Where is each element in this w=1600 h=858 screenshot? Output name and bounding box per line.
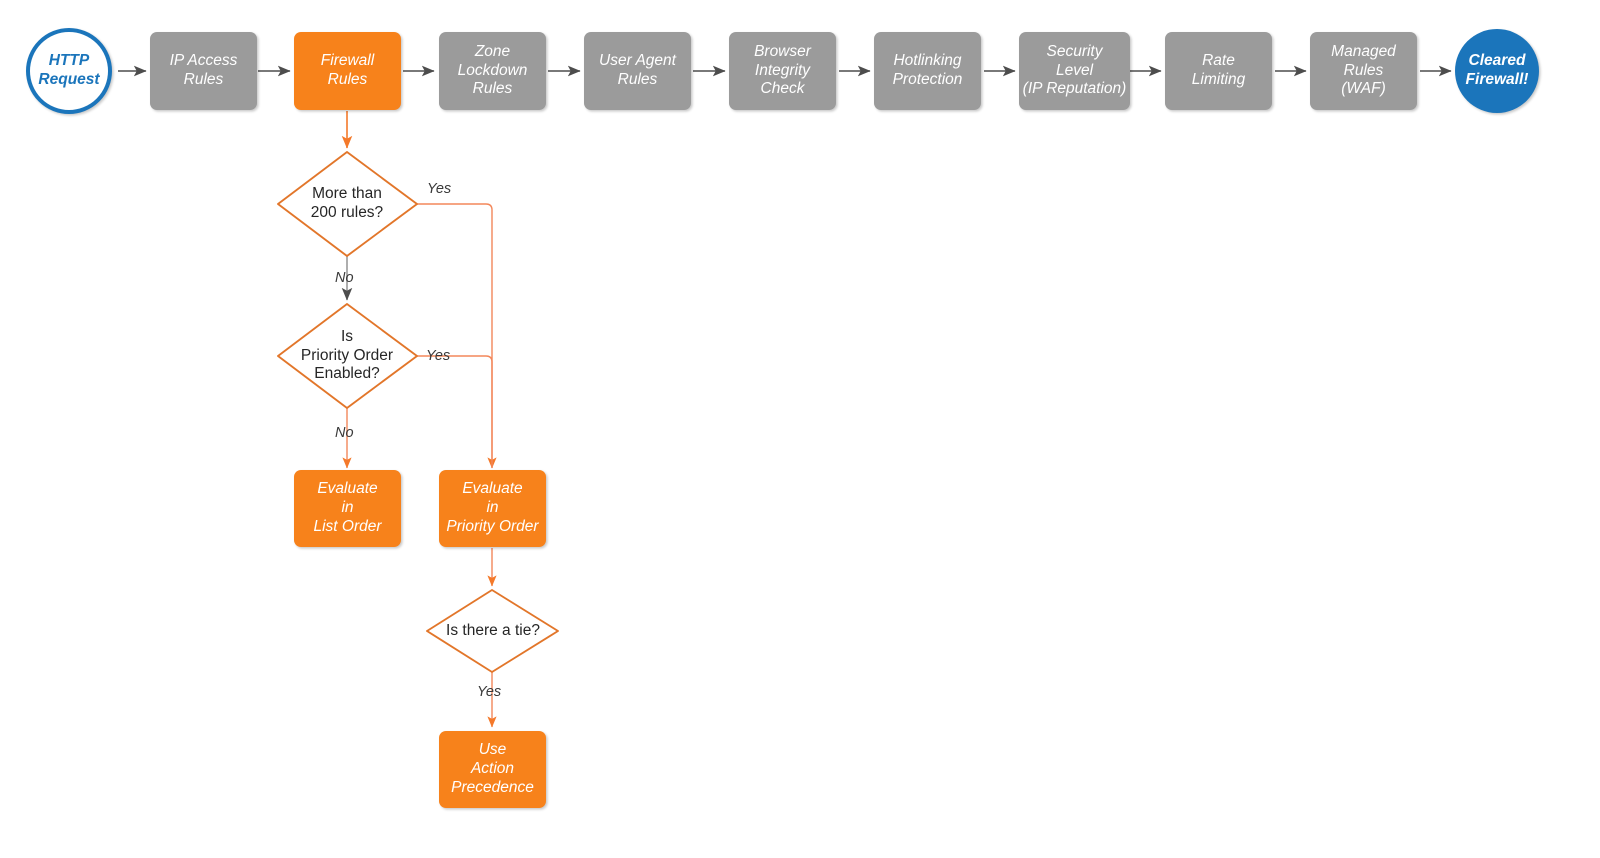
edge-label-no-more-than-200: No [335,270,354,286]
node-line: (IP Reputation) [1022,80,1127,98]
node-zone-lockdown-rules[interactable]: Zone Lockdown Rules [439,32,546,110]
node-line: Level [1055,61,1094,79]
node-ip-access-rules[interactable]: IP Access Rules [150,32,257,110]
node-line: Rules [472,80,513,98]
node-evaluate-in-priority-order[interactable]: Evaluate in Priority Order [439,470,546,547]
node-line: Hotlinking [893,52,962,70]
node-line: Security [1046,42,1103,60]
node-line: Rules [1343,61,1384,79]
node-line: Enabled? [314,365,380,383]
node-line: Request [38,71,100,88]
node-line: in [341,499,354,517]
node-line: Is [340,328,354,346]
node-line: Rules [617,71,658,88]
decision-text: Is there a tie? [446,622,540,641]
decision-text: More than 200 rules? [311,185,383,222]
node-zone-lockdown-rules-label: Zone Lockdown Rules [458,43,528,100]
node-cleared-firewall[interactable]: Cleared Firewall! [1455,29,1539,113]
node-http-request[interactable]: HTTP Request [26,28,112,114]
node-line: Lockdown [457,61,528,79]
node-line: HTTP [48,52,90,70]
decision-shape-is-there-a-tie [426,589,559,673]
node-line: (WAF) [1341,80,1386,98]
node-line: Use [478,741,507,759]
node-line: IP Access [169,52,238,70]
node-line: Browser [754,42,811,60]
node-line: Rate [1202,52,1235,70]
node-line: Priority Order [446,517,539,535]
node-user-agent-rules[interactable]: User Agent Rules [584,32,691,110]
decision-more-than-200-rules[interactable]: More than 200 rules? [283,174,411,234]
node-evaluate-in-list-order-label: Evaluate in List Order [313,480,381,537]
node-line: User Agent [599,52,676,70]
node-browser-integrity-check[interactable]: Browser Integrity Check [729,32,836,110]
node-browser-integrity-check-label: Browser Integrity Check [754,43,811,100]
edge-label-yes-is-there-a-tie: Yes [477,684,502,700]
node-line: Is there a tie? [446,621,540,639]
node-line: List Order [313,517,382,535]
node-use-action-precedence[interactable]: Use Action Precedence [439,731,546,808]
node-hotlinking-protection[interactable]: Hotlinking Protection [874,32,981,110]
node-managed-rules-waf-label: Managed Rules (WAF) [1331,43,1396,100]
node-line: Cleared [1468,52,1526,70]
node-line: Action [470,760,515,778]
node-line: Priority Order [300,346,394,364]
node-line: Zone [474,42,511,60]
node-ip-access-rules-label: IP Access Rules [170,52,238,90]
node-line: Firewall [320,52,375,70]
decision-is-there-a-tie[interactable]: Is there a tie? [427,614,559,648]
decision-text: Is Priority Order Enabled? [301,328,393,384]
node-http-request-label: HTTP Request [38,52,99,90]
node-line: Firewall! [1465,71,1529,88]
node-line: Integrity [754,61,811,79]
node-line: Evaluate [462,480,523,498]
node-line: More than [312,185,382,203]
node-line: Check [760,80,805,98]
node-evaluate-in-priority-order-label: Evaluate in Priority Order [446,480,538,537]
node-line: Managed [1331,42,1396,60]
decision-is-priority-order-enabled[interactable]: Is Priority Order Enabled? [276,320,418,392]
decision-shape-is-priority-order-enabled [277,303,418,409]
edge-label-yes-priority-order: Yes [426,348,451,364]
node-line: Protection [892,71,963,88]
node-line: 200 rules? [310,204,384,221]
node-security-level-label: Security Level (IP Reputation) [1023,43,1127,100]
node-line: Rules [183,71,224,88]
node-security-level[interactable]: Security Level (IP Reputation) [1019,32,1130,110]
node-line: Precedence [451,778,534,796]
node-line: Limiting [1191,71,1246,88]
node-cleared-firewall-label: Cleared Firewall! [1466,52,1529,90]
node-managed-rules-waf[interactable]: Managed Rules (WAF) [1310,32,1417,110]
node-firewall-rules-label: Firewall Rules [321,52,374,90]
node-use-action-precedence-label: Use Action Precedence [451,741,534,798]
node-line: Evaluate [317,480,378,498]
node-line: Rules [327,71,368,88]
edge-label-yes-more-than-200: Yes [427,181,452,197]
decision-shape-more-than-200-rules [277,151,418,257]
node-line: in [486,499,499,517]
node-rate-limiting-label: Rate Limiting [1192,52,1245,90]
node-firewall-rules[interactable]: Firewall Rules [294,32,401,110]
node-evaluate-in-list-order[interactable]: Evaluate in List Order [294,470,401,547]
node-user-agent-rules-label: User Agent Rules [599,52,676,90]
edge-label-no-priority-order: No [335,425,354,441]
node-hotlinking-protection-label: Hotlinking Protection [893,52,963,90]
node-rate-limiting[interactable]: Rate Limiting [1165,32,1272,110]
